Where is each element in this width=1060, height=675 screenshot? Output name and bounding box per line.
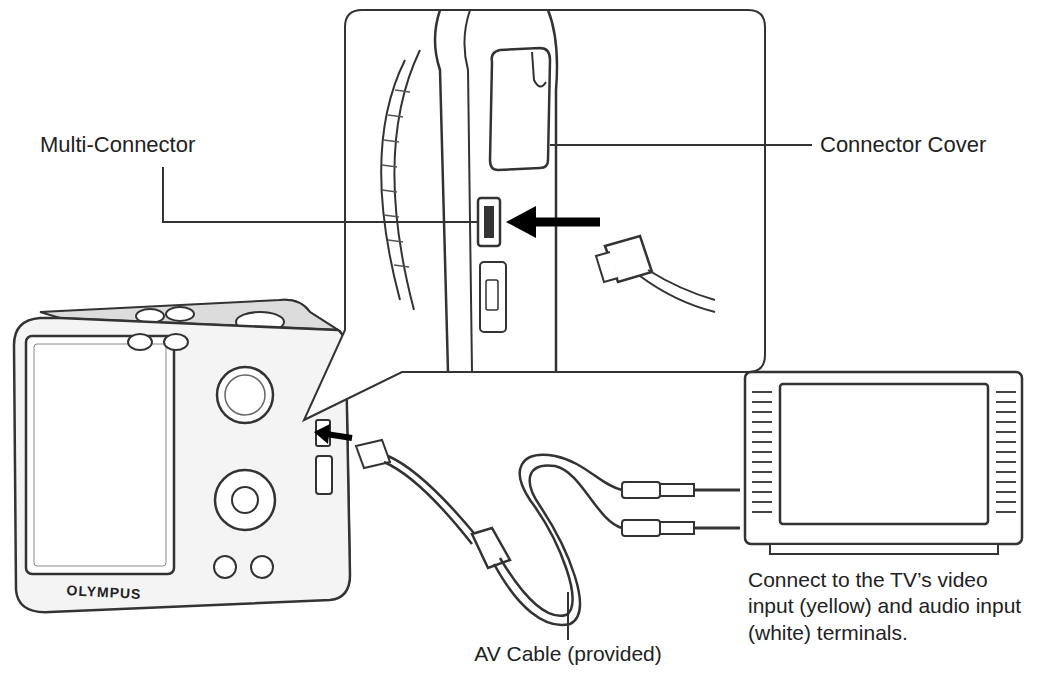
inset-dial: [394, 50, 420, 310]
leader-line: [567, 592, 569, 640]
insert-arrow: [528, 218, 600, 227]
rca-plug: [622, 482, 660, 498]
inset-cable: [648, 270, 715, 300]
button: [214, 556, 236, 578]
inset-connector-cover: [490, 48, 550, 170]
av-cable: [500, 455, 622, 616]
rca-plug: [622, 520, 660, 536]
port-socket: [484, 206, 494, 238]
av-plug: [356, 440, 390, 468]
insert-arrow: [326, 434, 352, 438]
connector-cover: [316, 456, 332, 494]
button: [251, 556, 273, 578]
zoom-dial-inner: [225, 375, 265, 415]
leader-line: [550, 144, 812, 146]
inset-lower-port: [486, 280, 498, 310]
tv-screen: [780, 384, 988, 524]
av-cable: [494, 465, 622, 625]
inset-bubble: [304, 10, 765, 420]
dial-ridges: [382, 90, 410, 267]
insert-arrow-head: [314, 424, 330, 444]
av-cable: [384, 462, 472, 544]
insert-arrow-head: [506, 206, 536, 238]
part-label: Connector Cover: [820, 132, 1050, 158]
lcd-inner: [34, 344, 166, 566]
part-label: AV Cable (provided): [448, 641, 688, 666]
inset-multi-connector: [478, 198, 500, 246]
button: [164, 334, 188, 350]
rca-plug: [660, 484, 694, 496]
inset-lower-cover: [480, 262, 506, 332]
lcd-screen: [26, 336, 174, 574]
part-label: Multi-Connector: [40, 132, 300, 158]
av-cable: [388, 456, 478, 538]
ferrite-core: [472, 528, 510, 568]
note-text: Connect to the TV’s video input (yellow)…: [748, 567, 1038, 646]
rca-plug: [660, 522, 694, 534]
power-button: [166, 307, 194, 321]
inset-cable: [640, 276, 715, 312]
tv-base: [770, 544, 998, 554]
ok-button: [232, 487, 258, 513]
tv-body: [745, 372, 1022, 544]
inset-dial-edge: [381, 60, 405, 300]
rca-pin: [694, 489, 740, 492]
button: [128, 334, 152, 350]
tv-speaker-grille: [752, 392, 1016, 512]
cover-hinge: [532, 52, 546, 87]
arrow-pad: [215, 470, 275, 530]
inset-body-edge: [435, 10, 448, 372]
camera-back: [14, 318, 350, 612]
inset-body-edge: [464, 10, 472, 372]
inset-plug-tip: [596, 252, 618, 282]
rca-pin: [694, 527, 740, 530]
zoom-dial: [217, 367, 273, 423]
leader-line: [163, 167, 478, 222]
